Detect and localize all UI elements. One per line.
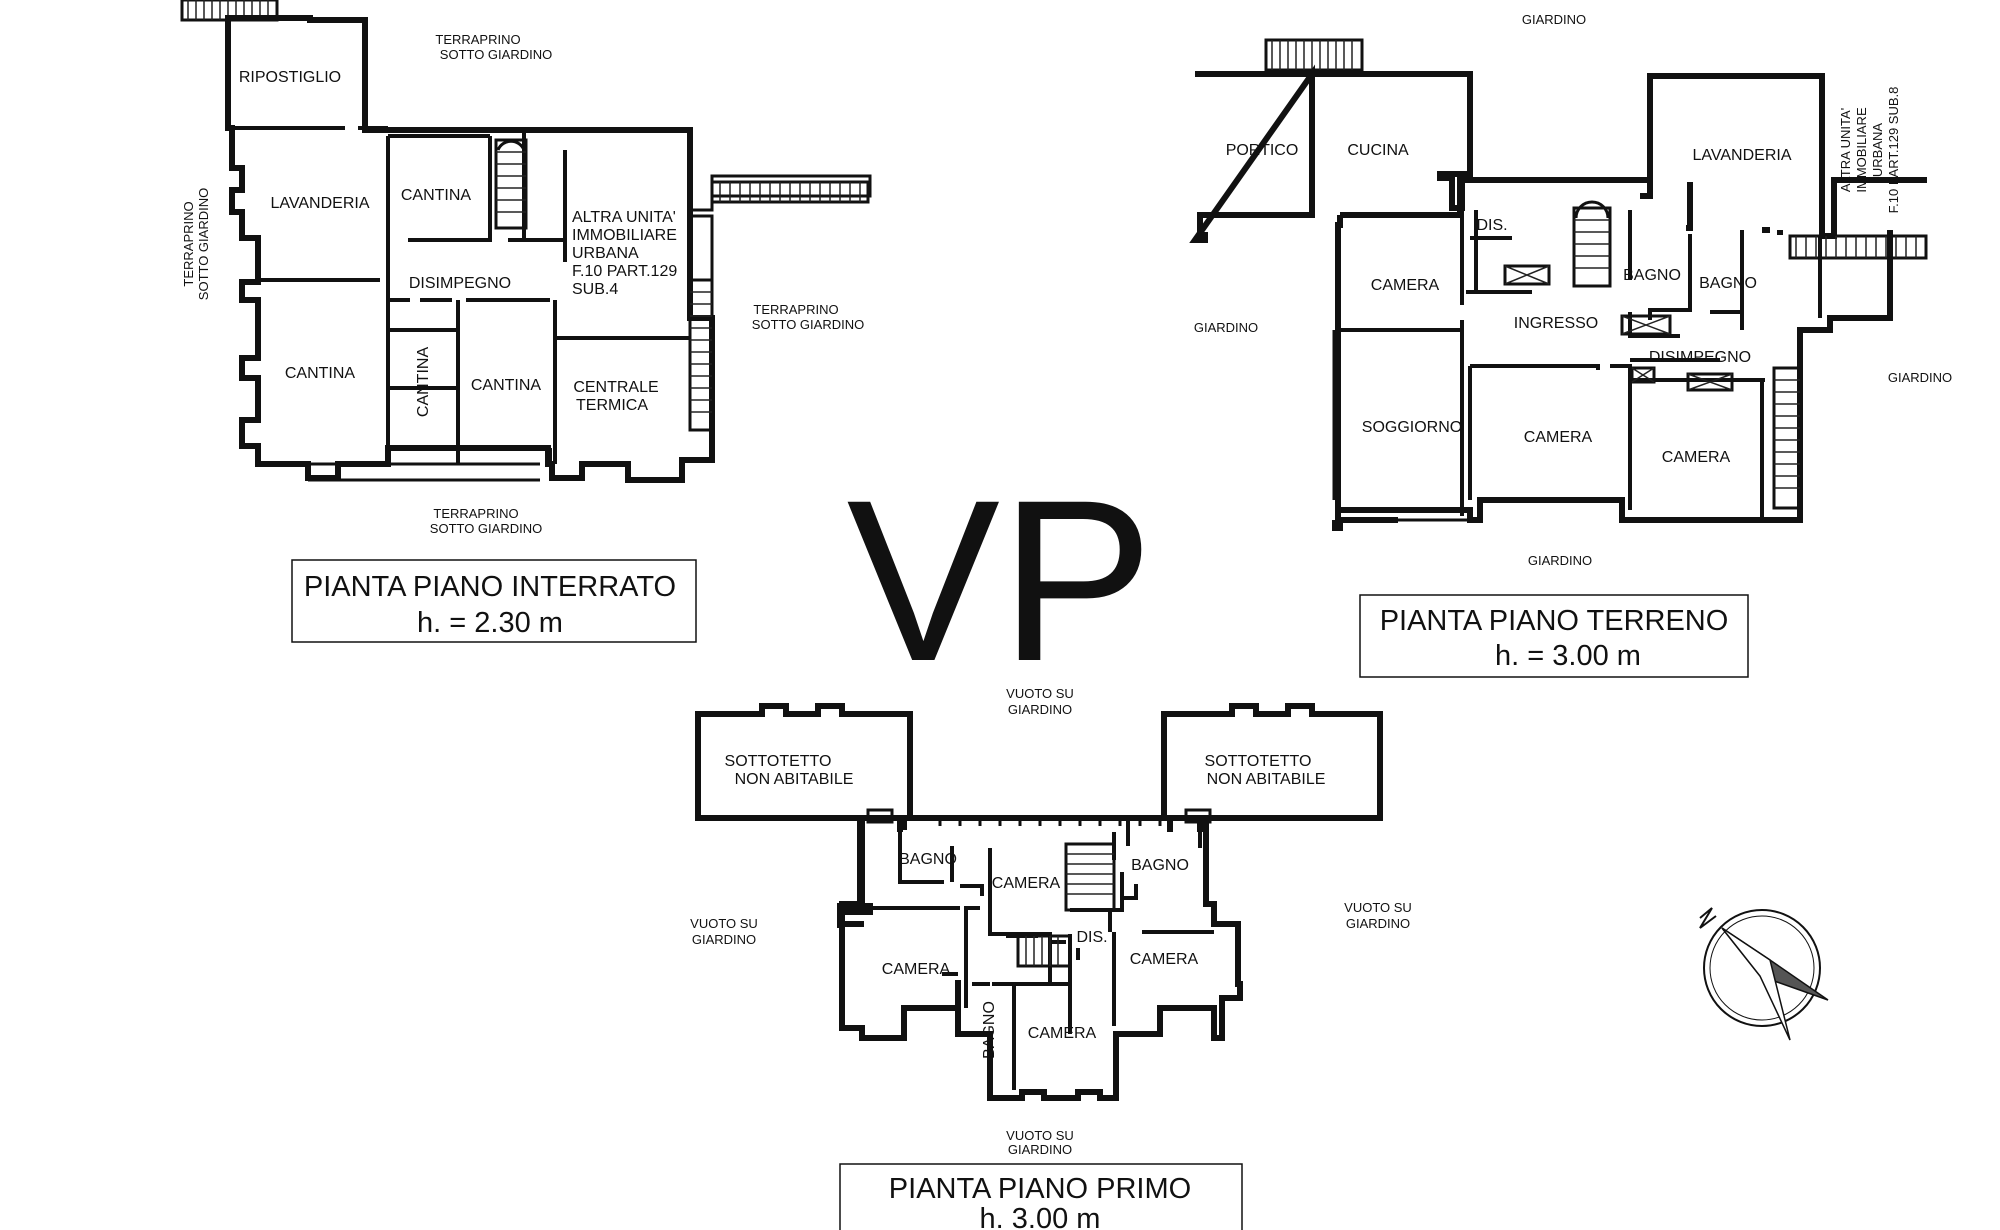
room-camera-first-bottom: CAMERA: [1028, 1025, 1097, 1042]
room-camera-first-top: CAMERA: [992, 875, 1061, 892]
room-bagno-ground-1: BAGNO: [1623, 267, 1681, 284]
room-altra-line1: ALTRA UNITA': [572, 209, 676, 226]
room-altra-line3: URBANA: [572, 245, 639, 262]
room-cantina-vertical: CANTINA: [415, 347, 432, 418]
basement-title-box: [291, 559, 697, 643]
room-soggiorno: SOGGIORNO: [1362, 419, 1462, 436]
room-disimpegno: DISIMPEGNO: [409, 275, 511, 292]
outside-terrapieno-bottom-2: SOTTO GIARDINO: [430, 521, 542, 536]
north-arrow-icon: [1699, 907, 1829, 1041]
room-sottotetto-left-2: NON ABITABILE: [735, 771, 854, 788]
room-dis-ground: DIS.: [1476, 217, 1507, 234]
room-camera-first-left: CAMERA: [882, 961, 951, 978]
ground-title: PIANTA PIANO TERRENO: [1380, 605, 1729, 637]
room-cucina: CUCINA: [1347, 142, 1409, 159]
ground-terrace-top: [1264, 38, 1364, 72]
basement-plan: RIPOSTIGLIO LAVANDERIA CANTINA DISIMPEGN…: [180, 0, 872, 643]
room-disimpegno-ground: DISIMPEGNO: [1649, 349, 1751, 366]
room-bagno-first-bottom: BAGNO: [981, 1001, 998, 1059]
ground-fixtures: [1503, 264, 1734, 392]
outside-giardino-left: GIARDINO: [1194, 320, 1258, 335]
room-centrale-line1: CENTRALE: [573, 379, 658, 396]
room-camera-right-ground: CAMERA: [1662, 449, 1731, 466]
room-cantina-top: CANTINA: [401, 187, 472, 204]
room-sottotetto-left-1: SOTTOTETTO: [725, 753, 832, 770]
basement-height: h. = 2.30 m: [417, 607, 563, 639]
first-attic-right: [1161, 703, 1383, 821]
first-floor-plan: SOTTOTETTO NON ABITABILE SOTTOTETTO NON …: [690, 686, 1412, 1230]
outside-vuoto-right-1: VUOTO SU: [1344, 900, 1412, 915]
room-ripostiglio: RIPOSTIGLIO: [239, 69, 341, 86]
first-height: h. 3.00 m: [980, 1203, 1101, 1230]
room-camera-first-right: CAMERA: [1130, 951, 1199, 968]
outside-vuoto-right-2: GIARDINO: [1346, 916, 1410, 931]
basement-partitions: [232, 126, 690, 464]
outside-vuoto-left-2: GIARDINO: [692, 932, 756, 947]
room-altra-ground-2: IMMOBILIARE: [1854, 107, 1869, 193]
room-cantina-left: CANTINA: [285, 365, 356, 382]
ground-height: h. = 3.00 m: [1495, 640, 1641, 672]
basement-title: PIANTA PIANO INTERRATO: [304, 571, 676, 603]
room-bagno-ground-2: BAGNO: [1699, 275, 1757, 292]
outside-giardino-right: GIARDINO: [1888, 370, 1952, 385]
outside-giardino-top: GIARDINO: [1522, 12, 1586, 27]
first-title: PIANTA PIANO PRIMO: [889, 1173, 1191, 1205]
room-camera-center-ground: CAMERA: [1524, 429, 1593, 446]
room-altra-line5: SUB.4: [572, 281, 618, 298]
basement-window-line: [308, 462, 540, 482]
room-lavanderia-ground: LAVANDERIA: [1693, 147, 1792, 164]
outside-vuoto-bottom-2: GIARDINO: [1008, 1142, 1072, 1157]
room-lavanderia: LAVANDERIA: [271, 195, 370, 212]
watermark-logo: VP: [847, 452, 1154, 709]
room-sottotetto-right-2: NON ABITABILE: [1207, 771, 1326, 788]
room-portico: PORTICO: [1226, 142, 1299, 159]
first-fixtures: [866, 808, 1212, 824]
outside-terrapieno-left-1: TERRAPRINO: [181, 201, 196, 286]
ground-inner-stair: [1572, 200, 1612, 288]
outside-vuoto-top-2: GIARDINO: [1008, 702, 1072, 717]
room-altra-ground-1: ALTRA UNITA': [1838, 108, 1853, 192]
outside-giardino-bottom: GIARDINO: [1528, 553, 1592, 568]
room-dis-first: DIS.: [1076, 929, 1107, 946]
outside-terrapieno-top-2: SOTTO GIARDINO: [440, 47, 552, 62]
first-body-outline: [839, 818, 1243, 1101]
ground-window-line: [1332, 330, 1790, 522]
room-centrale-line2: TERMICA: [576, 397, 648, 414]
basement-external-stair: [690, 174, 872, 280]
first-top-dentils: [920, 816, 1200, 826]
first-stair: [1016, 842, 1116, 968]
room-bagno-first-right: BAGNO: [1131, 857, 1189, 874]
basement-stair-right: [688, 278, 714, 432]
ground-balcony-right: [1788, 234, 1928, 260]
room-cantina-mid: CANTINA: [471, 377, 542, 394]
room-altra-ground-3: URBANA: [1870, 123, 1885, 178]
outside-terrapieno-right-1: TERRAPRINO: [753, 302, 838, 317]
room-ingresso: INGRESSO: [1514, 315, 1598, 332]
room-sottotetto-right-1: SOTTOTETTO: [1205, 753, 1312, 770]
outside-terrapieno-right-2: SOTTO GIARDINO: [752, 317, 864, 332]
ground-stair-right: [1772, 366, 1802, 510]
room-altra-ground-4: F.10 PART.129 SUB.8: [1886, 87, 1901, 214]
ground-partitions: [1340, 210, 1822, 520]
first-title-box: [839, 1163, 1243, 1230]
outside-vuoto-left-1: VUOTO SU: [690, 916, 758, 931]
ground-title-box: [1359, 594, 1749, 678]
basement-inner-stair: [494, 138, 528, 230]
ground-floor-plan: PORTICO CUCINA LAVANDERIA DIS. CAMERA IN…: [1189, 12, 1952, 678]
room-camera-left-ground: CAMERA: [1371, 277, 1440, 294]
outside-terrapieno-bottom-1: TERRAPRINO: [433, 506, 518, 521]
outside-vuoto-bottom-1: VUOTO SU: [1006, 1128, 1074, 1143]
outside-terrapieno-left-2: SOTTO GIARDINO: [196, 188, 211, 300]
room-altra-line4: F.10 PART.129: [572, 263, 677, 280]
outside-terrapieno-top-1: TERRAPRINO: [435, 32, 520, 47]
room-altra-line2: IMMOBILIARE: [572, 227, 677, 244]
room-bagno-first-left: BAGNO: [899, 851, 957, 868]
outside-vuoto-top-1: VUOTO SU: [1006, 686, 1074, 701]
